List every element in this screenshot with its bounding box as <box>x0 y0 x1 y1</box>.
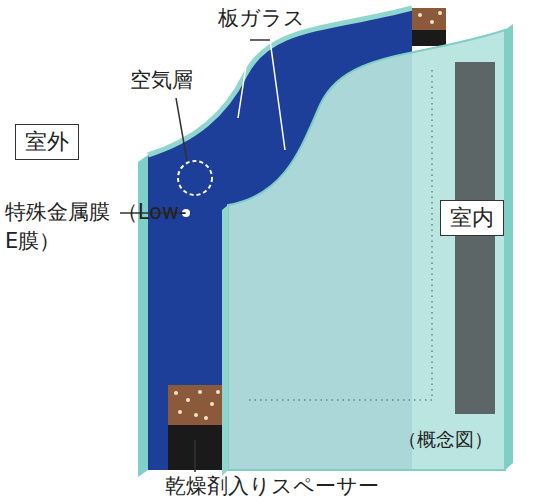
leader-line <box>194 440 196 472</box>
leader-line <box>250 39 270 41</box>
pane-edge <box>505 24 513 470</box>
desiccant-dots <box>174 390 220 420</box>
spacer <box>412 8 446 30</box>
pane-edge <box>222 205 228 476</box>
air-layer-marker <box>178 161 212 195</box>
desiccant-dots <box>418 11 442 24</box>
clear-pane <box>228 30 505 470</box>
region-text: 室外 <box>25 127 69 157</box>
part-label: 空気層 <box>130 66 193 95</box>
part-label: 特殊金属膜 （Low-E膜） <box>5 198 195 257</box>
spacer-shadow <box>455 62 495 414</box>
leader-line <box>238 40 285 150</box>
spacer <box>412 30 446 46</box>
region-box: 室内 <box>440 200 504 236</box>
spacer <box>168 425 228 470</box>
part-label: 板ガラス <box>218 4 305 33</box>
region-text: 室内 <box>450 203 494 233</box>
note-label: （概念図） <box>398 426 493 453</box>
part-label: 乾燥剤入りスペーサー <box>165 472 379 501</box>
leader-line <box>176 98 187 161</box>
dotted-line <box>245 70 432 400</box>
region-box: 室外 <box>15 124 79 160</box>
spacer <box>168 385 228 425</box>
